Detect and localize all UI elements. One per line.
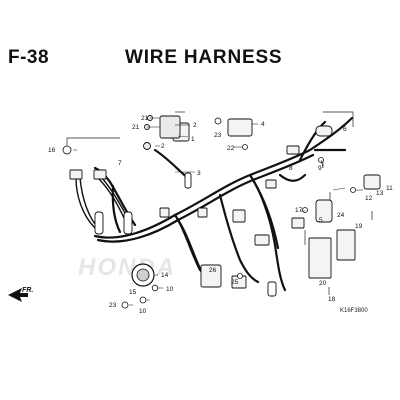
callout-4: 4 — [261, 121, 265, 128]
callout-23: 23 — [214, 132, 222, 139]
horn-part — [121, 263, 159, 309]
callout-1: 1 — [191, 136, 195, 143]
callout-8: 8 — [289, 165, 293, 172]
callout-9: 9 — [318, 165, 322, 172]
callout-15: 15 — [129, 289, 137, 296]
callout-11: 11 — [386, 185, 393, 192]
callout-19: 19 — [355, 223, 363, 230]
callout-17: 17 — [295, 207, 303, 214]
callout-23b: 23 — [109, 302, 117, 309]
callout-16: 16 — [48, 147, 56, 154]
callout-leaders — [73, 117, 363, 306]
callout-5: 5 — [319, 217, 323, 224]
harness-bundle — [93, 116, 354, 292]
callout-21b: 21 — [132, 124, 140, 131]
callout-22: 22 — [227, 145, 235, 152]
callout-12: 12 — [365, 195, 373, 202]
callout-numbers: 1 2 2 3 4 5 6 7 8 9 10 10 11 12 13 14 15… — [48, 115, 393, 315]
fr-arrow-icon — [8, 288, 28, 302]
callout-24: 24 — [337, 212, 345, 219]
callout-13: 13 — [376, 190, 384, 197]
callout-25: 25 — [231, 279, 239, 286]
fuse-holders — [94, 172, 277, 297]
reference-code: K16F3800 — [340, 308, 368, 314]
callout-26: 26 — [209, 267, 217, 274]
front-direction-label: FR. — [22, 287, 34, 294]
callout-7: 7 — [118, 160, 122, 167]
callout-2: 2 — [193, 122, 197, 129]
callout-14: 14 — [161, 272, 169, 279]
callout-10: 10 — [166, 286, 174, 293]
callout-10b: 10 — [139, 308, 147, 315]
diagram-title: WIRE HARNESS — [125, 47, 283, 68]
callout-20: 20 — [319, 280, 327, 287]
figure-code: F-38 — [8, 47, 50, 68]
honda-watermark: HONDA — [78, 254, 176, 281]
callout-6: 6 — [343, 126, 347, 133]
callout-18: 18 — [328, 296, 336, 303]
callout-3: 3 — [197, 170, 201, 177]
callout-21: 21 — [141, 115, 149, 122]
callout-2b: 2 — [161, 143, 165, 150]
